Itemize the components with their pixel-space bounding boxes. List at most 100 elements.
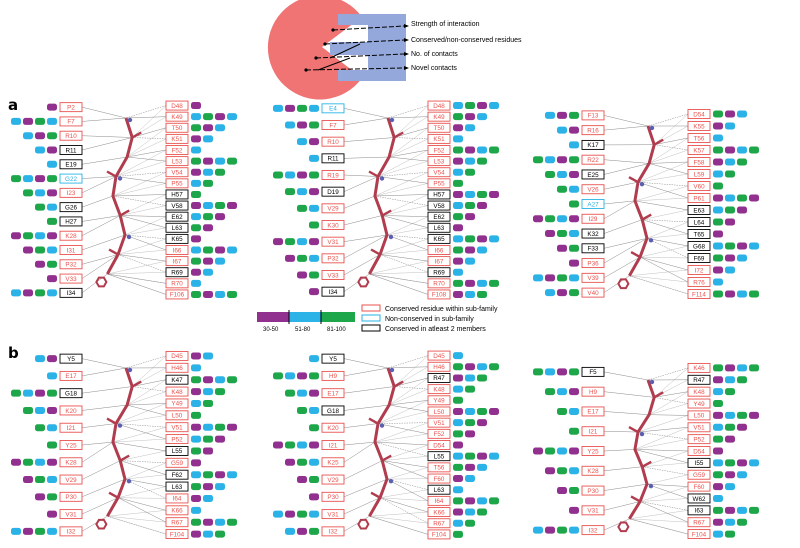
- residue-box: [59, 370, 83, 381]
- residue-box: [687, 217, 711, 227]
- contact-chip: [557, 185, 567, 193]
- contact-line: [112, 183, 167, 197]
- contact-chip: [465, 463, 475, 471]
- residue-label: P32: [327, 256, 339, 263]
- contact-line: [394, 105, 429, 138]
- contact-chip: [713, 146, 723, 154]
- residue-label: I66: [435, 247, 444, 254]
- contact-chip: [47, 132, 57, 140]
- contact-chip: [285, 121, 295, 129]
- residue-label: R70: [171, 281, 183, 288]
- contact-chip: [453, 124, 463, 132]
- contact-chip: [465, 202, 475, 210]
- legend-arrow-dot: [331, 28, 335, 32]
- residue-label: V26: [587, 187, 599, 194]
- contact-chip: [713, 242, 723, 250]
- contact-chip: [465, 168, 475, 176]
- contact-chip: [453, 202, 463, 210]
- contact-line: [647, 113, 689, 127]
- residue-box: [427, 222, 451, 233]
- contact-chip: [191, 364, 201, 372]
- ligand-ring: [95, 518, 108, 530]
- residue-label: E63: [693, 207, 705, 214]
- contact-line: [117, 254, 167, 273]
- residue-label: V33: [65, 276, 77, 283]
- ligand-branch: [131, 380, 142, 388]
- residue-label: K28: [587, 468, 599, 475]
- residue-label: K65: [433, 236, 445, 243]
- contact-chip: [309, 171, 319, 179]
- contact-chip: [453, 102, 463, 110]
- contact-line: [386, 467, 429, 480]
- residue-label: K66: [433, 509, 445, 516]
- contact-chip: [725, 266, 735, 274]
- residue-label: E19: [65, 162, 77, 169]
- residue-label: V58: [433, 203, 445, 210]
- contact-line: [127, 149, 167, 158]
- residue-box: [165, 189, 189, 200]
- contact-chip: [489, 235, 499, 243]
- contact-chip: [569, 185, 579, 193]
- contact-line: [387, 116, 429, 119]
- residue-box: [427, 484, 451, 495]
- contact-line: [115, 149, 167, 177]
- contact-chip: [203, 399, 213, 407]
- contact-chip: [713, 388, 723, 396]
- panel-0: P2F7R10R11E19G22I23G26H27K28I31P32V33I34…: [11, 100, 237, 300]
- residue-label: R19: [327, 172, 339, 179]
- contact-chip: [309, 154, 319, 162]
- contact-chip: [713, 483, 723, 491]
- residue-box: [687, 229, 711, 239]
- residue-label: V31: [65, 511, 77, 518]
- residue-box: [321, 186, 345, 197]
- contact-chip: [285, 389, 295, 397]
- residue-label: F52: [172, 147, 183, 154]
- contact-line: [646, 238, 689, 259]
- contact-chip: [453, 279, 463, 287]
- contact-chip: [297, 441, 307, 449]
- ligand-branch: [368, 170, 379, 178]
- contact-chip: [191, 157, 201, 165]
- residue-label: T65: [694, 231, 705, 238]
- contact-chip: [737, 411, 747, 419]
- residue-label: D19: [327, 189, 339, 196]
- legend-arrows: [304, 24, 409, 72]
- contact-line: [343, 117, 389, 126]
- contact-chip: [285, 441, 295, 449]
- contact-chip: [191, 376, 201, 384]
- residue-box: [165, 211, 189, 222]
- residue-box: [165, 178, 189, 189]
- contact-chip: [191, 224, 201, 232]
- residue-box: [687, 241, 711, 251]
- residue-box: [427, 133, 451, 144]
- residue-label: K65: [171, 236, 183, 243]
- residue-box: [427, 395, 451, 406]
- contact-chip: [309, 271, 319, 279]
- residue-box: [687, 109, 711, 119]
- residue-box: [427, 361, 451, 372]
- residue-box: [321, 120, 345, 130]
- contact-line: [394, 137, 429, 140]
- ligand: [357, 117, 404, 288]
- residue-label: R10: [327, 139, 339, 146]
- contact-chip: [477, 452, 487, 460]
- contact-chip: [557, 170, 567, 178]
- contact-chip: [297, 204, 307, 212]
- contact-chip: [227, 246, 237, 254]
- residue-label: L55: [434, 453, 445, 460]
- contact-chip: [725, 388, 735, 396]
- ligand-atom: [389, 117, 395, 123]
- residue-label: K20: [327, 425, 339, 432]
- contact-chip: [725, 290, 735, 298]
- contact-line: [124, 234, 167, 251]
- contact-line: [386, 234, 429, 251]
- contact-chip: [545, 526, 555, 534]
- contact-chip: [725, 254, 735, 262]
- contact-line: [132, 127, 167, 138]
- residue-label: I66: [173, 247, 182, 254]
- contact-lines: [81, 355, 167, 535]
- residue-label: F114: [692, 291, 706, 298]
- contact-line: [81, 404, 128, 411]
- contact-chip: [47, 476, 57, 484]
- contact-chip: [203, 518, 213, 526]
